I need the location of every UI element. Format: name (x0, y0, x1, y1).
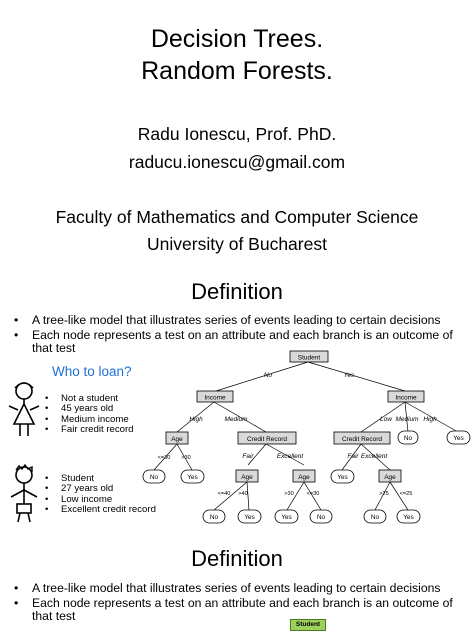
tree-leaf-yes (330, 469, 355, 484)
slide3-bullet-2: • Each node represents a test on an attr… (14, 596, 453, 624)
slide3-title: Definition (191, 546, 283, 571)
decision-tree-diagram: Student No Yes Income Income High Medium… (142, 350, 471, 524)
tree-leaf-yes-label: Yes (453, 435, 464, 442)
tree-leaf-yes-label: Yes (337, 474, 348, 481)
tree-node-credit-record-label: Credit Record (342, 436, 382, 443)
list-item: •Fair credit record (45, 424, 134, 436)
edge-label-high: High (423, 416, 437, 423)
tree-leaf-no-label: No (371, 514, 380, 521)
tree-leaf-no (142, 469, 166, 484)
list-item: •Low income (45, 493, 113, 505)
slide1-title-line2: Random Forests. (141, 57, 333, 85)
edge-label-lte25: <=25 (400, 491, 413, 497)
edge-label-fair: Fair (242, 453, 254, 460)
list-item: •Student (45, 473, 95, 484)
edge-label-gt30: >30 (181, 455, 191, 461)
slide1-university: University of Bucharest (147, 234, 327, 254)
tree-node-credit-record (237, 431, 297, 445)
tree-leaf-yes (274, 509, 299, 524)
edge-label-excellent: Excellent (361, 453, 389, 460)
tree-leaf-yes (446, 430, 471, 445)
tree-leaf-no (363, 509, 387, 524)
tree-leaf-yes-label: Yes (281, 514, 292, 521)
tree-leaf-yes-label: Yes (187, 474, 198, 481)
tree-leaf-no-label: No (404, 435, 413, 442)
person1-attributes: •Not a student •45 years old •Medium inc… (45, 393, 134, 436)
edge-label-low: Low (380, 416, 393, 423)
edge-label-excellent: Excellent (277, 453, 305, 460)
tree-leaf-yes (396, 509, 421, 524)
edge-label-lte40: <=40 (218, 491, 231, 497)
tree-node-income-label: Income (204, 395, 226, 402)
edge-label-gt25: >25 (379, 491, 389, 497)
tree-node-student-label: Student (298, 355, 321, 362)
tree-node-student (289, 350, 329, 363)
edge-label-lte30: <=30 (307, 491, 320, 497)
edge-label-gt40: >40 (238, 491, 248, 497)
question-heading: Who to loan? (52, 364, 132, 379)
slide2-bullet-2: • Each node represents a test on an attr… (14, 328, 453, 356)
tree-leaf-no-label: No (210, 514, 219, 521)
edge-label-fair: Fair (347, 453, 359, 460)
tree-leaf-no (202, 509, 226, 524)
person-female-icon (8, 382, 40, 436)
list-item: •Excellent credit record (45, 504, 156, 516)
person2-attributes: •Student •27 years old •Low income •Exce… (45, 473, 156, 516)
tree-leaf-no-label: No (317, 514, 326, 521)
tree-node-credit-record (333, 431, 391, 445)
tree-leaf-no (309, 509, 333, 524)
tree-leaf-yes (237, 509, 262, 524)
tree-leaf-no-label: No (150, 474, 159, 481)
tree-leaf-yes (180, 469, 205, 484)
tree-node-age-label: Age (171, 436, 183, 443)
list-item: •27 years old (45, 483, 114, 495)
tree-node-age (235, 469, 259, 483)
slide2-title: Definition (191, 279, 283, 304)
slide1-title-line1: Decision Trees. (150, 25, 324, 53)
tree-leaf-yes-label: Yes (403, 514, 414, 521)
tree-node-age (292, 469, 316, 483)
edge-label-yes: Yes (344, 372, 356, 379)
tree-leaf-no (397, 430, 419, 445)
edge-label-no: No (264, 372, 273, 379)
tree-leaf-yes-label: Yes (244, 514, 255, 521)
slide2-bullet-1: • A tree-like model that illustrates ser… (14, 313, 441, 327)
tree-node-age-label: Age (384, 474, 396, 481)
slide1-faculty: Faculty of Mathematics and Computer Scie… (55, 207, 419, 227)
slide1-author: Radu Ionescu, Prof. PhD. (137, 124, 337, 144)
tree-node-income-label: Income (395, 395, 417, 402)
tree-node-age (165, 431, 189, 445)
tree-node-age-label: Age (298, 474, 310, 481)
slide3-bullet-1: • A tree-like model that illustrates ser… (14, 581, 441, 595)
edge-label-lte30: <=30 (158, 455, 171, 461)
edge-label-medium: Medium (224, 416, 248, 423)
tree-node-age (378, 469, 402, 483)
slide3-root-node: Student (290, 619, 326, 631)
slide1-email: raducu.ionescu@gmail.com (128, 152, 346, 172)
tree-node-income (196, 390, 234, 403)
person-male-icon (10, 464, 38, 523)
tree-node-credit-record-label: Credit Record (247, 436, 287, 443)
tree-node-income (387, 390, 425, 403)
list-item: •45 years old (45, 403, 114, 415)
list-item: •Not a student (45, 393, 119, 404)
tree-node-age-label: Age (241, 474, 253, 481)
edge-label-medium: Medium (395, 416, 419, 423)
edge-label-gt30: >30 (284, 491, 294, 497)
list-item: •Medium income (45, 413, 129, 425)
edge-label-high: High (189, 416, 203, 423)
